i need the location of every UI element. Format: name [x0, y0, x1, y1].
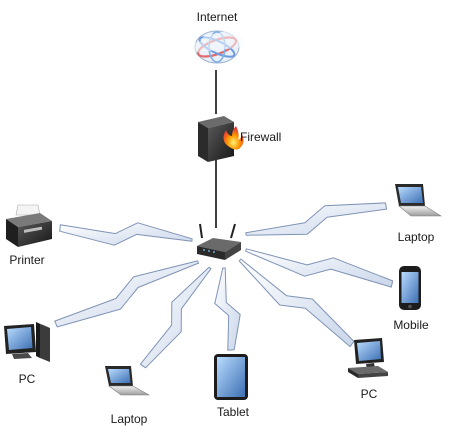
laptop-icon	[395, 184, 443, 217]
desktop-pc-icon	[4, 322, 50, 362]
laptop-left-label: Laptop	[111, 412, 148, 426]
mobile-phone-icon	[399, 266, 421, 310]
wireless-link-router-pc_left	[54, 260, 199, 328]
laptop-right-node: Laptop	[395, 184, 443, 244]
laptop-right-label: Laptop	[398, 230, 435, 244]
router-node	[197, 223, 241, 260]
mobile-label: Mobile	[393, 318, 429, 332]
wireless-link-router-mobile	[245, 248, 394, 288]
wireless-links	[54, 202, 394, 369]
printer-label: Printer	[9, 253, 44, 267]
pc-right-label: PC	[361, 387, 378, 401]
tablet-icon	[214, 354, 248, 400]
pc-left-node: PC	[4, 322, 50, 386]
printer-icon	[6, 204, 52, 247]
pc-left-label: PC	[19, 372, 36, 386]
wireless-link-router-laptop_left	[139, 266, 212, 369]
pc-right-node: PC	[348, 338, 388, 401]
wireless-router-icon	[197, 223, 241, 260]
wireless-link-router-tablet	[214, 267, 241, 351]
desktop-pc-icon	[348, 338, 388, 378]
wireless-link-router-printer	[59, 222, 193, 246]
laptop-icon	[105, 366, 151, 396]
tablet-node: Tablet	[214, 354, 250, 419]
mobile-node: Mobile	[393, 266, 429, 332]
firewall-icon	[198, 116, 244, 162]
wireless-link-router-laptop_right	[245, 202, 388, 236]
firewall-label: Firewall	[240, 130, 281, 144]
laptop-left-node: Laptop	[105, 366, 151, 426]
printer-node: Printer	[6, 204, 52, 267]
cloud-globe-icon	[192, 30, 244, 64]
internet-label: Internet	[197, 10, 238, 24]
tablet-label: Tablet	[217, 405, 250, 419]
wireless-link-router-pc_right	[238, 258, 355, 348]
internet-node: Internet	[192, 10, 244, 64]
firewall-node: Firewall	[198, 116, 281, 162]
